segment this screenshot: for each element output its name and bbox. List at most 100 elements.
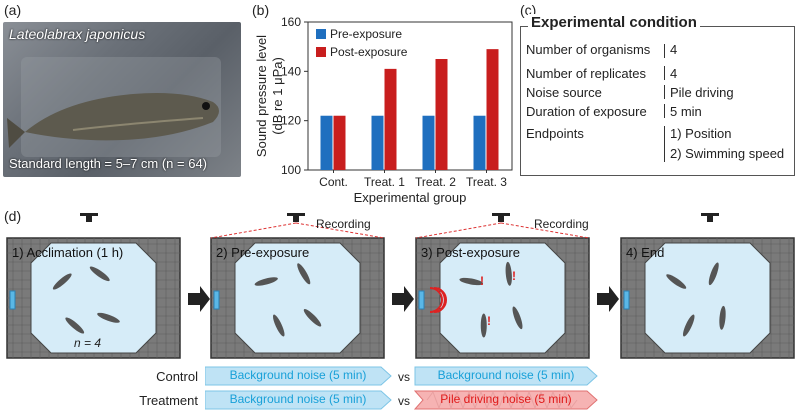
n-label: n = 4: [74, 336, 102, 350]
speaker-icon: [213, 290, 220, 310]
control-pre-text: Background noise (5 min): [229, 368, 367, 382]
cond-divider: [664, 104, 665, 118]
fish-icon: [89, 266, 110, 282]
tank-water-4: [644, 242, 771, 354]
alert-icon: !: [480, 274, 484, 288]
recording-line: [210, 222, 297, 239]
camera-icon: [287, 213, 305, 216]
y-axis-label-line2: (dB re 1 μPa): [270, 57, 285, 135]
cond-divider: [664, 66, 665, 80]
fish-icon: [666, 274, 687, 289]
y-tick-label: 160: [281, 15, 301, 29]
cond-divider: [664, 85, 665, 99]
control-pre-arrow: [205, 366, 392, 386]
bar-pre-3: [473, 115, 486, 170]
cond-value-endpoint-1: 1) Position: [670, 126, 732, 141]
recording-line: [415, 222, 502, 239]
x-tick-label: Cont.: [319, 175, 348, 189]
treatment-post-text: Pile driving noise (5 min): [440, 392, 572, 406]
x-tick-label: Treat. 2: [415, 175, 456, 189]
cond-value-duration: 5 min: [670, 104, 702, 119]
bar-pre-2: [422, 115, 435, 170]
panel-a-label: (a): [4, 2, 22, 18]
cond-divider: [664, 44, 665, 58]
fish-photo: Lateolabrax japonicus Standard length = …: [3, 22, 241, 177]
cond-value-endpoint-2: 2) Swimming speed: [670, 146, 785, 161]
cond-label-duration: Duration of exposure: [526, 104, 647, 119]
fish-icon: [65, 317, 85, 334]
treatment-pre-text: Background noise (5 min): [229, 392, 367, 406]
fish-icon: [512, 306, 523, 330]
speaker-icon: [623, 290, 630, 310]
stage-arrow-icon: [597, 286, 619, 312]
stage-pre-exposure-label: 2) Pre-exposure: [216, 245, 310, 260]
noise-arrows: [205, 366, 598, 410]
x-axis-label: Experimental group: [354, 190, 467, 205]
fish-icon: [459, 277, 484, 286]
panel-b-label: (b): [252, 2, 270, 18]
control-row-label: Control: [156, 369, 198, 384]
legend-swatch-1: [316, 47, 326, 57]
fish-icon: [480, 313, 487, 338]
recording-label-2: Recording: [534, 217, 589, 231]
fish-icon: [97, 312, 120, 323]
panel-d-label: (d): [4, 208, 22, 224]
legend-label-0: Pre-exposure: [330, 27, 402, 41]
fish-icon: [708, 262, 719, 286]
bar-post-0: [333, 115, 346, 170]
speaker-icon: [418, 290, 425, 310]
tank-water-2: [234, 242, 361, 354]
pile-driving-wave: [426, 390, 578, 410]
y-axis-label-line1: Sound pressure level: [254, 35, 269, 157]
control-post-text: Background noise (5 min): [437, 368, 575, 382]
species-name: Lateolabrax japonicus: [9, 26, 146, 42]
y-tick-label: 100: [281, 163, 301, 177]
camera-icon: [80, 213, 98, 216]
treatment-row-label: Treatment: [139, 393, 198, 408]
alert-icon: !: [512, 269, 516, 283]
camera-icon-body: [707, 216, 713, 222]
stage-arrow-icon: [392, 286, 414, 312]
bar-post-1: [384, 68, 397, 170]
cond-label-endpoints: Endpoints: [526, 126, 584, 141]
camera-icon-body: [86, 216, 92, 222]
stage-post-exposure-label: 3) Post-exposure: [421, 245, 520, 260]
stage-acclimation-label: 1) Acclimation (1 h): [12, 245, 124, 260]
cond-value-noise: Pile driving: [670, 85, 734, 100]
x-tick-label: Treat. 3: [466, 175, 507, 189]
control-post-arrow: [414, 366, 598, 386]
fish-icon: [303, 309, 322, 327]
legend-swatch-0: [316, 29, 326, 39]
fish-icon: [254, 277, 278, 286]
cond-value-replicates: 4: [670, 66, 678, 81]
cond-label-replicates: Number of replicates: [526, 66, 646, 81]
recording-label-1: Recording: [316, 217, 371, 231]
treatment-vs: vs: [398, 394, 410, 408]
camera-icon-body: [293, 216, 299, 222]
sound-wave-icon: [437, 287, 446, 313]
stage-arrow-icon: [188, 286, 210, 312]
cond-label-noise: Noise source: [526, 85, 602, 100]
camera-icon: [492, 213, 510, 216]
bar-pre-0: [320, 115, 333, 170]
conditions-title: Experimental condition: [528, 14, 700, 31]
y-tick-label: 140: [281, 64, 301, 78]
x-tick-label: Treat. 1: [364, 175, 405, 189]
control-vs: vs: [398, 370, 410, 384]
fish-icon: [505, 261, 512, 286]
camera-icon: [701, 213, 719, 216]
plot-frame: [307, 21, 513, 171]
tank-water-1: [30, 242, 157, 354]
fish-illustration: [7, 57, 221, 157]
tank-water-3: [439, 242, 566, 354]
treatment-pre-arrow: [205, 390, 392, 410]
fish-icon: [272, 314, 285, 337]
cond-divider: [664, 126, 665, 162]
legend-label-1: Post-exposure: [330, 45, 408, 59]
stage-end-label: 4) End: [626, 245, 665, 260]
bar-post-3: [486, 49, 499, 171]
alert-icon: !: [487, 314, 491, 328]
fish-icon: [682, 314, 695, 337]
y-tick-label: 120: [281, 114, 301, 128]
